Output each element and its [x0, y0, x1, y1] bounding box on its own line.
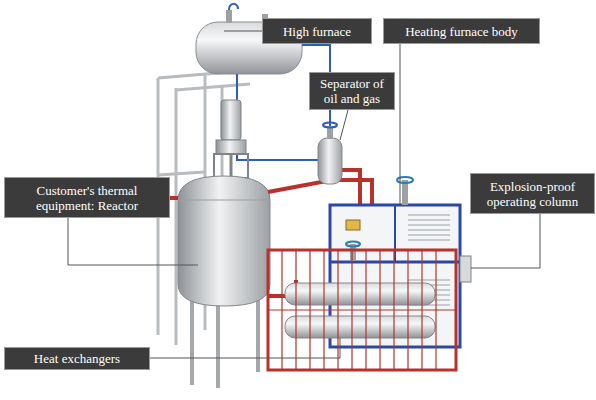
reactor-seam [178, 200, 270, 201]
callout-label: Heat exchangers [34, 351, 120, 366]
leader-line [68, 218, 198, 265]
operating-column [460, 256, 471, 282]
vent-pipe [229, 4, 238, 10]
exchanger-tube [285, 283, 435, 305]
leader-line [340, 110, 348, 140]
handwheel [397, 177, 413, 183]
oil-pipe [342, 170, 360, 205]
stand-bar [158, 172, 205, 175]
leader-line [224, 31, 262, 32]
reactor [178, 176, 270, 388]
callout-box: Explosion-proof operating column [470, 173, 595, 214]
stand-bar [176, 84, 250, 90]
oil-pipe [268, 180, 372, 205]
callout-box: Customer's thermal equipment: Reactor [4, 177, 170, 218]
nameplate [346, 220, 360, 230]
cage-bars [268, 250, 456, 370]
callout-label: Customer's thermal equipment: Reactor [27, 183, 147, 213]
reactor-leg [216, 300, 220, 388]
callout-box: Heat exchangers [4, 347, 150, 370]
exchanger-tube [285, 316, 435, 338]
gearbox [216, 140, 246, 154]
stand-leg [175, 88, 178, 345]
handwheel [346, 242, 360, 247]
callout-label: High furnace [283, 24, 351, 39]
leader-line [150, 338, 340, 358]
motor [221, 100, 241, 140]
separator-vessel [318, 138, 342, 184]
handwheel [323, 123, 337, 128]
cabinet-frame [330, 261, 460, 264]
leader-line [471, 214, 540, 268]
callout-box: Heating furnace body [383, 18, 540, 44]
callout-box: Separator of oil and gas [309, 72, 395, 110]
red-cage [268, 250, 456, 370]
agitator [214, 100, 248, 180]
heat-exchanger-skid [268, 242, 456, 371]
reactor-vessel [178, 176, 270, 306]
separator [318, 123, 342, 185]
callout-label: Heating furnace body [405, 24, 518, 39]
reactor-leg [190, 290, 194, 385]
leader-line [400, 44, 401, 205]
callout-box: High furnace [262, 18, 372, 44]
blue-pipe [237, 74, 318, 160]
tank-nozzle [226, 10, 232, 23]
reactor-leg [256, 292, 260, 372]
callout-label: Separator of oil and gas [313, 76, 391, 106]
callout-label: Explosion-proof operating column [477, 179, 588, 209]
